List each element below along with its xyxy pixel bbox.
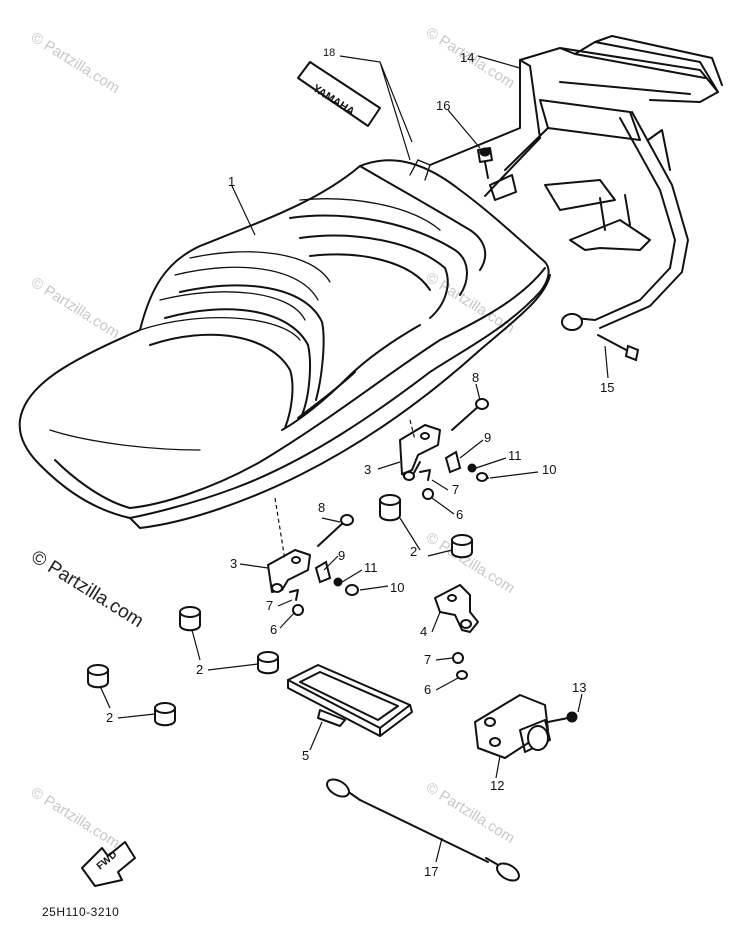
callout-6: 6 xyxy=(270,622,277,637)
leader-lines xyxy=(99,55,609,863)
document-tray xyxy=(287,664,413,737)
callout-2: 2 xyxy=(106,710,113,725)
lower-bracket-group xyxy=(267,549,359,616)
callout-9: 9 xyxy=(338,548,345,563)
rear-carrier xyxy=(429,35,723,331)
callout-16: 16 xyxy=(436,98,450,113)
callout-4: 4 xyxy=(420,624,427,639)
watermark-large: © Partzilla.com xyxy=(27,546,147,632)
watermarks: © Partzilla.com © Partzilla.com © Partzi… xyxy=(27,24,517,852)
diagram-code: 25H110-3210 xyxy=(42,905,119,919)
callout-8: 8 xyxy=(472,370,479,385)
callout-11: 11 xyxy=(364,560,378,575)
callout-14: 14 xyxy=(460,50,474,65)
callout-12: 12 xyxy=(490,778,504,793)
seat-lock xyxy=(474,694,551,759)
helmet-cable xyxy=(326,778,520,882)
callout-9: 9 xyxy=(484,430,491,445)
callout-18: 18 xyxy=(323,47,335,59)
callout-13: 13 xyxy=(572,680,586,695)
callout-6: 6 xyxy=(456,507,463,522)
callout-3: 3 xyxy=(230,556,237,571)
watermark: © Partzilla.com xyxy=(28,274,123,342)
callout-8: 8 xyxy=(318,500,325,515)
callout-3: 3 xyxy=(364,462,371,477)
dampers xyxy=(87,494,473,727)
callout-numbers: 1 18 14 16 15 8 9 11 10 3 7 6 8 9 3 11 1… xyxy=(106,47,614,879)
watermark: © Partzilla.com xyxy=(28,29,123,97)
callout-10: 10 xyxy=(542,462,556,477)
callout-15: 15 xyxy=(600,380,614,395)
watermark: © Partzilla.com xyxy=(28,784,123,852)
yamaha-emblem: YAMAHA xyxy=(297,61,381,127)
callout-11: 11 xyxy=(508,448,522,463)
callout-7: 7 xyxy=(452,482,459,497)
assembly-lines xyxy=(274,419,416,561)
bracket-4 xyxy=(434,584,479,680)
callout-17: 17 xyxy=(424,864,438,879)
callout-5: 5 xyxy=(302,748,309,763)
callout-2: 2 xyxy=(196,662,203,677)
callout-2: 2 xyxy=(410,544,417,559)
upper-bracket-group xyxy=(399,424,489,500)
callout-1: 1 xyxy=(228,174,235,189)
fasteners xyxy=(317,147,640,723)
callout-10: 10 xyxy=(390,580,404,595)
seat xyxy=(18,159,551,529)
callout-7: 7 xyxy=(424,652,431,667)
callout-7: 7 xyxy=(266,598,273,613)
callout-6: 6 xyxy=(424,682,431,697)
watermark: © Partzilla.com xyxy=(423,269,518,337)
